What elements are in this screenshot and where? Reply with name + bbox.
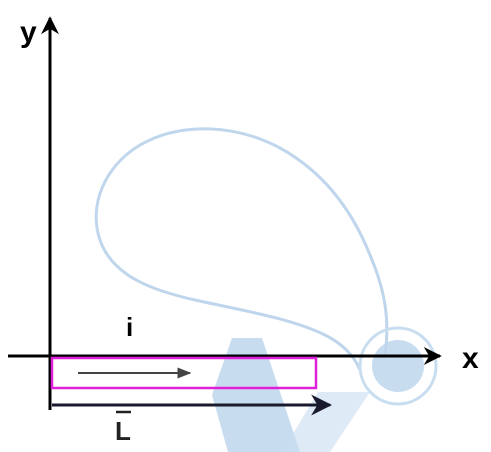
length-vector-label: L <box>115 410 131 446</box>
y-axis-label: y <box>20 16 37 49</box>
x-axis-label: x <box>462 342 479 375</box>
svg-text:L: L <box>115 416 131 446</box>
faded-logo-watermark <box>94 127 438 452</box>
current-label: i <box>126 312 133 342</box>
wire-segment <box>50 356 318 390</box>
